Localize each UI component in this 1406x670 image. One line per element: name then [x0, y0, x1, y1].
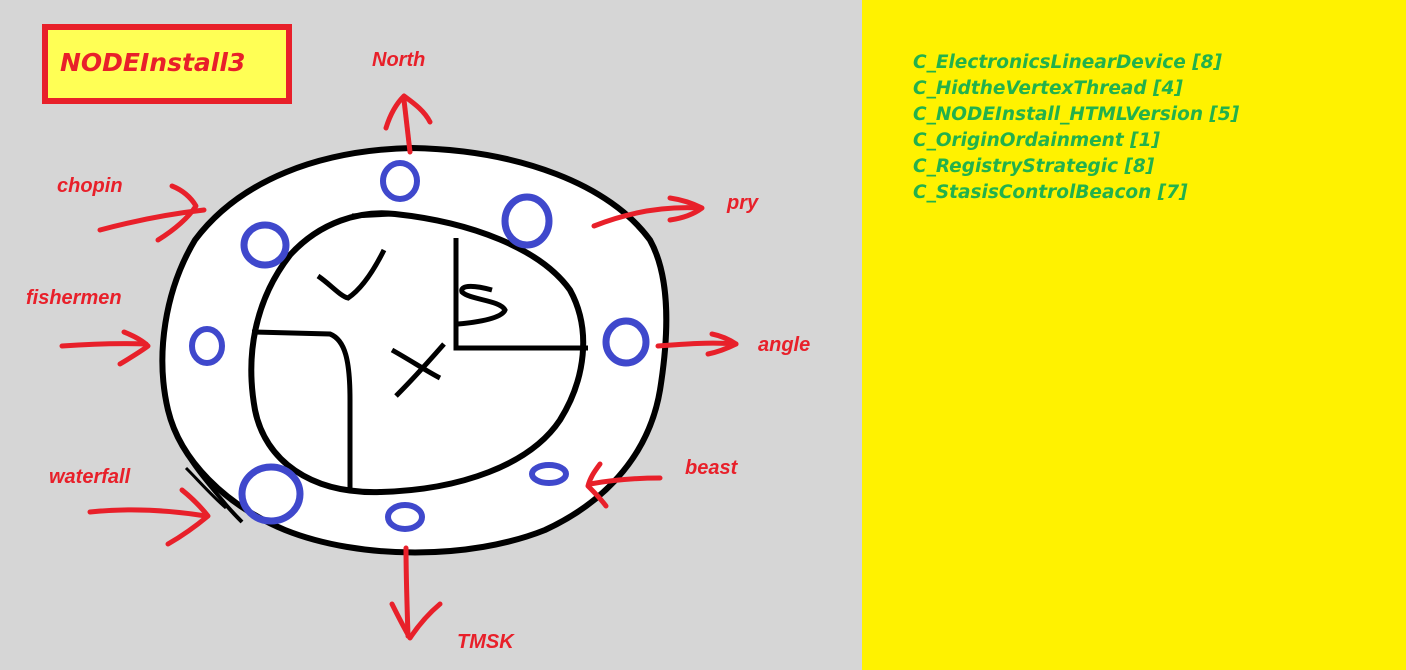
port-south: [385, 502, 425, 532]
label-angle: angle: [758, 334, 811, 356]
label-fishermen: fishermen: [26, 287, 122, 309]
class-item: C_NODEInstall_HTMLVersion [5]: [913, 104, 1240, 125]
port-north: [380, 160, 420, 202]
class-list: C_ElectronicsLinearDevice [8] C_HidtheVe…: [913, 50, 1239, 206]
divider-right: [453, 238, 588, 351]
arrow-pry: [591, 195, 705, 229]
outer-ring-scratch-2: [184, 466, 227, 510]
port-upper-left: [240, 221, 290, 269]
port-upper-right: [501, 193, 553, 249]
label-waterfall: waterfall: [49, 466, 131, 488]
port-west: [189, 326, 225, 366]
arrow-north: [383, 93, 433, 155]
checkmark-doodle: [316, 248, 387, 301]
diagram-title: NODEInstall3: [60, 48, 246, 77]
arrow-angle: [655, 331, 739, 357]
label-tmsk: TMSK: [457, 631, 514, 653]
x-doodle-2: [394, 342, 446, 398]
class-item: C_OriginOrdainment [1]: [913, 130, 1160, 151]
port-lower-right: [529, 462, 569, 486]
port-east: [602, 317, 650, 367]
label-beast: beast: [685, 457, 738, 479]
port-lower-left: [238, 463, 304, 525]
class-item: C_RegistryStrategic [8]: [913, 156, 1155, 177]
class-item: C_HidtheVertexThread [4]: [913, 78, 1183, 99]
arrow-beast: [585, 461, 663, 509]
divider-left: [251, 329, 353, 488]
class-item: C_ElectronicsLinearDevice [8]: [913, 52, 1222, 73]
label-pry: pry: [727, 192, 759, 214]
label-north: North: [372, 49, 426, 71]
x-doodle-1: [390, 347, 442, 381]
arrow-fishermen: [59, 329, 151, 367]
node-diagram: [59, 93, 739, 641]
inner-circle: [248, 210, 587, 496]
title-badge: NODEInstall3: [42, 24, 292, 104]
arrow-tmsk: [389, 545, 443, 641]
outer-ring-scratch: [178, 439, 244, 524]
top-notch: [351, 211, 393, 219]
class-item: C_StasisControlBeacon [7]: [913, 182, 1188, 203]
arrow-waterfall: [87, 487, 211, 547]
arrow-chopin: [97, 183, 207, 243]
label-chopin: chopin: [57, 175, 123, 197]
s-doodle: [457, 283, 508, 327]
class-list-panel: [862, 0, 1406, 670]
